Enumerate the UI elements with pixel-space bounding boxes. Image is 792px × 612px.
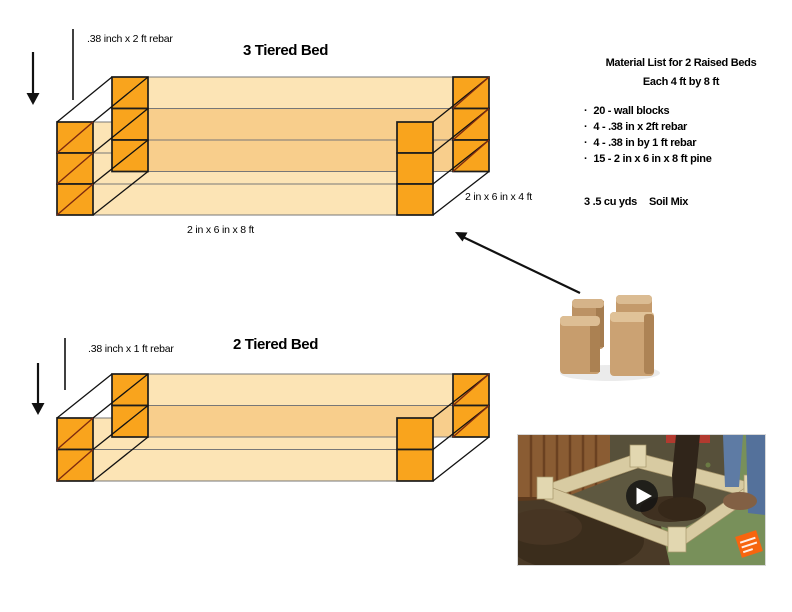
wall-block-image <box>560 295 660 381</box>
play-button[interactable] <box>626 480 658 512</box>
person-legs <box>723 435 765 515</box>
video-thumbnail[interactable] <box>517 434 766 566</box>
front-board-label: 2 in x 6 in x 8 ft <box>187 224 255 236</box>
material-list-item: 4 - .38 in x 2ft rebar <box>584 119 712 135</box>
soil-mix-note: 3 .5 cu yds Soil Mix <box>584 196 688 208</box>
two-tier-bed-diagram <box>31 338 490 482</box>
two-tier-bed-title: 2 Tiered Bed <box>233 336 318 353</box>
rebar-label-2tier: .38 inch x 1 ft rebar <box>88 343 174 355</box>
material-list-item: 4 - .38 in by 1 ft rebar <box>584 135 712 151</box>
three-tier-bed-diagram <box>26 29 490 216</box>
down-arrow-icon <box>26 52 40 105</box>
soil-label: Soil Mix <box>648 196 689 208</box>
end-board-label: 2 in x 6 in x 4 ft <box>465 191 533 203</box>
soil-stream <box>672 435 700 513</box>
video-thumbnail-image <box>518 435 765 565</box>
down-arrow-icon <box>31 363 45 415</box>
home-depot-logo <box>735 530 763 558</box>
pointer-arrow-icon <box>455 232 581 294</box>
material-list-heading: Material List for 2 Raised Beds <box>605 57 757 69</box>
material-list-item: 20 - wall blocks <box>584 103 712 119</box>
material-list: Material List for 2 Raised Beds Each 4 f… <box>583 54 783 208</box>
rebar-label-3tier: .38 inch x 2 ft rebar <box>87 33 173 45</box>
play-icon <box>636 487 652 505</box>
material-list-subheading: Each 4 ft by 8 ft <box>642 76 720 88</box>
soil-quantity: 3 .5 cu yds <box>584 196 637 208</box>
three-tier-bed-title: 3 Tiered Bed <box>243 42 328 59</box>
material-list-item: 15 - 2 in x 6 in x 8 ft pine <box>584 151 711 167</box>
